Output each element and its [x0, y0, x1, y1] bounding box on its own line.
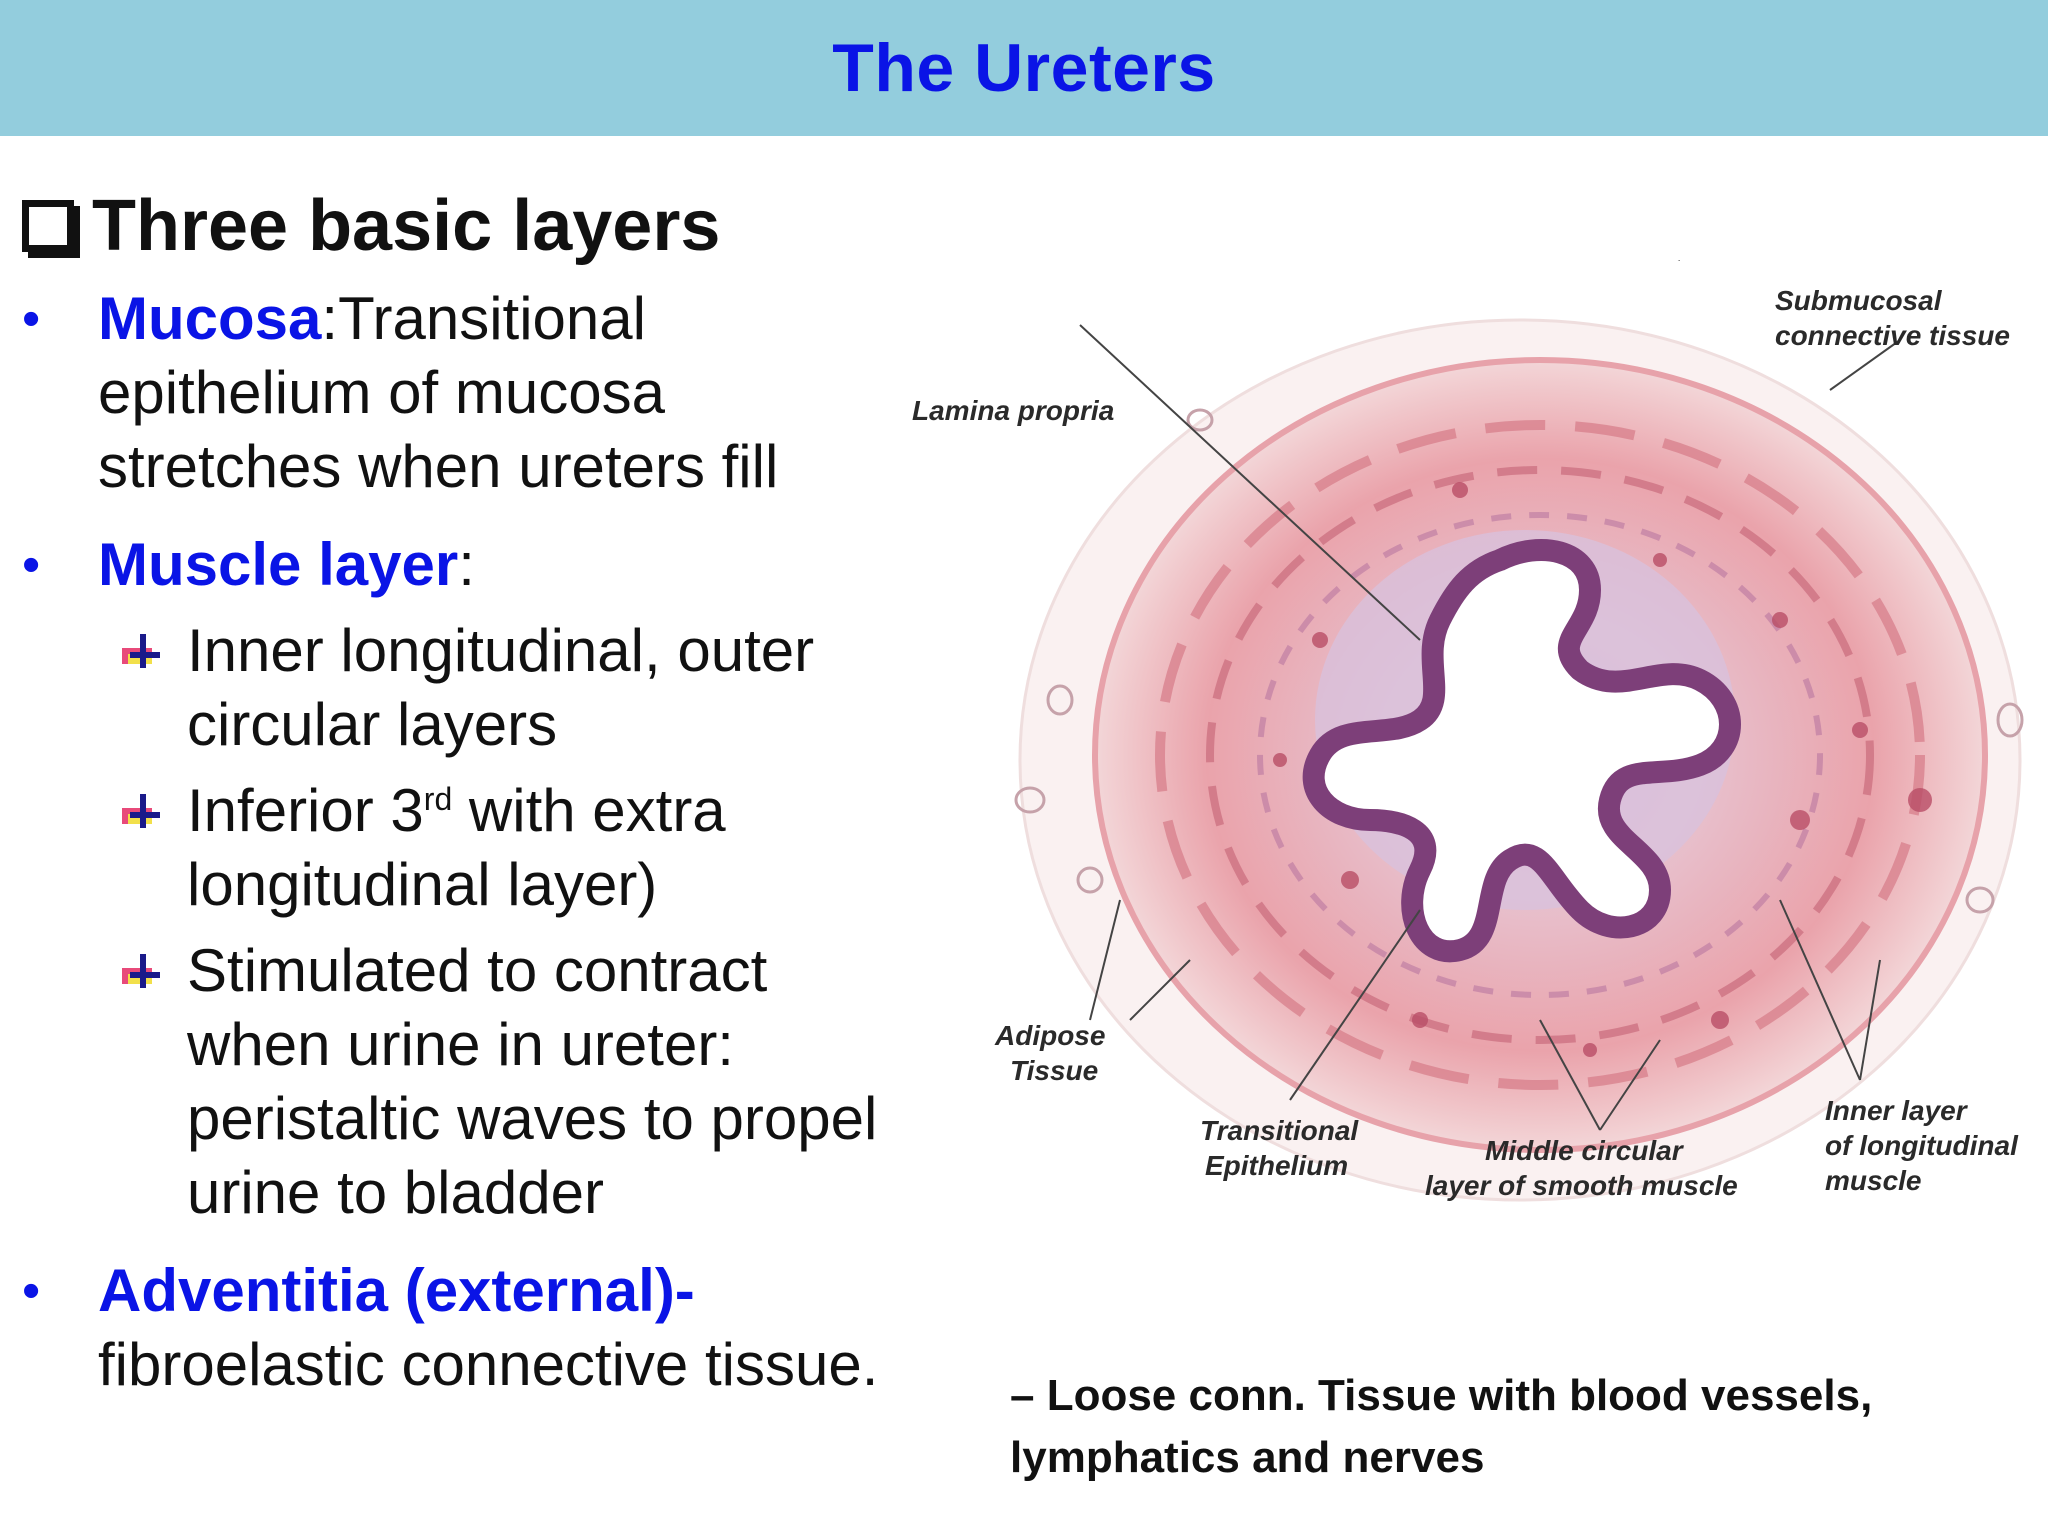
label-adipose-1: Adipose [994, 1020, 1105, 1051]
sub2-post: with extra longitudinal layer) [187, 777, 726, 918]
content-left: Three basic layers • Mucosa:Transitional… [22, 190, 882, 1426]
bullet-dot-icon: • [22, 290, 41, 348]
adventitia-term: Adventitia (external)- [98, 1257, 695, 1324]
slide-title: The Ureters [832, 30, 1216, 106]
muscle-sep: : [458, 531, 475, 598]
section-heading: Three basic layers [22, 190, 882, 262]
bullet-dot-icon: • [22, 1262, 41, 1320]
sub-bullet-2: Inferior 3rd with extra longitudinal lay… [22, 774, 882, 922]
label-submucosal-1: Submucosal [1775, 285, 1943, 316]
cross-arrow-icon [122, 954, 160, 988]
bullet-muscle: • Muscle layer: [22, 528, 882, 602]
ureter-cross-section-figure: Submucosal connective tissue Lamina prop… [912, 260, 2024, 1202]
sub1-text: Inner longitudinal, outer circular layer… [187, 617, 815, 758]
heading-text: Three basic layers [92, 186, 721, 266]
mucosa-text: Transitional epithelium of mucosa stretc… [98, 285, 779, 500]
sub3-text: Stimulated to contract when urine in ure… [187, 937, 878, 1226]
bullet-adventitia: • Adventitia (external)- fibroelastic co… [22, 1254, 882, 1402]
muscle-term: Muscle layer [98, 531, 459, 598]
sub-bullet-3: Stimulated to contract when urine in ure… [22, 934, 882, 1230]
bullet-dot-icon: • [22, 536, 41, 594]
sub2-pre: Inferior 3 [187, 777, 424, 844]
bullet-mucosa: • Mucosa:Transitional epithelium of muco… [22, 282, 882, 504]
label-adipose-2: Tissue [1010, 1055, 1098, 1086]
title-bar: The Ureters [0, 0, 2048, 136]
figure-caption: – Loose conn. Tissue with blood vessels,… [1010, 1371, 1873, 1482]
sub-bullet-1: Inner longitudinal, outer circular layer… [22, 614, 882, 762]
label-inner-3: muscle [1825, 1165, 1922, 1196]
sub2-sup: rd [423, 781, 453, 817]
label-middle-2: layer of smooth muscle [1425, 1170, 1738, 1201]
mucosa-sep: : [321, 285, 339, 352]
checkbox-icon [22, 200, 74, 252]
mucosa-term: Mucosa [98, 285, 322, 352]
label-inner-1: Inner layer [1825, 1095, 1969, 1126]
label-transitional-1: Transitional [1200, 1115, 1359, 1146]
cross-arrow-icon [122, 794, 160, 828]
label-transitional-2: Epithelium [1205, 1150, 1348, 1181]
label-inner-2: of longitudinal [1825, 1130, 2019, 1161]
adventitia-text: fibroelastic connective tissue. [98, 1331, 879, 1398]
cross-arrow-icon [122, 634, 160, 668]
label-submucosal-2: connective tissue [1775, 320, 2010, 351]
label-lamina-propria: Lamina propria [912, 395, 1114, 426]
label-middle-1: Middle circular [1485, 1135, 1685, 1166]
